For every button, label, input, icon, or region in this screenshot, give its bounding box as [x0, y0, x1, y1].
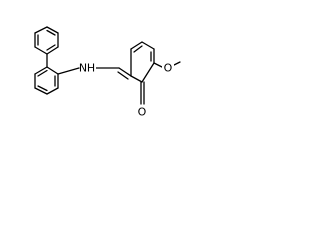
bond	[141, 62, 155, 83]
chemical-structure-diagram: N H O O	[34, 26, 181, 119]
double-bond-inner	[37, 85, 48, 92]
exocyclic-double-bond-second	[117, 71, 129, 80]
bond	[46, 26, 59, 34]
bond	[130, 41, 143, 50]
cyclohexadienone-ring	[130, 41, 155, 83]
aryl-nitrogen-bond	[57, 67, 80, 75]
double-bond-inner	[37, 69, 48, 77]
exocyclic-double-bond	[118, 67, 132, 77]
bond	[34, 26, 48, 34]
phenyl-ring-top	[34, 26, 59, 55]
amine-nitrogen-label: N	[79, 62, 87, 75]
bond	[46, 87, 59, 95]
bond	[130, 75, 143, 83]
bond	[34, 46, 48, 55]
methoxy-oxygen-label: O	[164, 62, 173, 75]
double-bond-inner	[46, 29, 56, 36]
bond	[46, 46, 59, 55]
double-bond-inner	[46, 44, 56, 51]
bond	[34, 66, 48, 75]
bond	[34, 87, 48, 95]
phenyl-ring-bottom	[34, 66, 59, 95]
carbonyl-oxygen-label: O	[138, 106, 147, 119]
bond	[46, 66, 59, 75]
double-bond-inner	[133, 45, 143, 53]
bond	[141, 41, 155, 50]
amine-hydrogen-label: H	[87, 62, 95, 75]
